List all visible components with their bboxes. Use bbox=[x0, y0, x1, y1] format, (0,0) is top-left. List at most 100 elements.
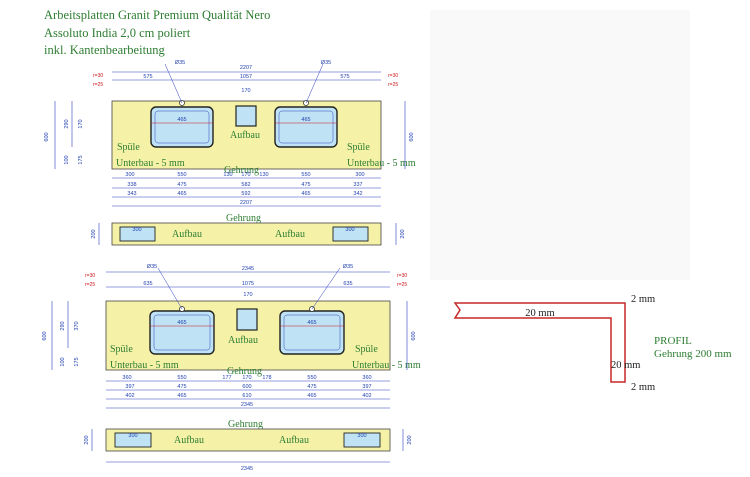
label-gehrung: Gehrung bbox=[224, 165, 259, 176]
row2-b-1: 475 bbox=[177, 384, 186, 390]
dim-r25-left-b: r=25 bbox=[85, 282, 95, 288]
row1-b-2: 177 bbox=[222, 375, 231, 381]
dim-v-370-b: 370 bbox=[74, 321, 80, 330]
header-line-1: Arbeitsplatten Granit Premium Qualität N… bbox=[44, 8, 271, 22]
row1-a-1: 550 bbox=[177, 172, 186, 178]
dim-v-175: 175 bbox=[78, 155, 84, 164]
strip-b-aufbau-left: Aufbau bbox=[174, 435, 204, 446]
total-b: 2345 bbox=[241, 402, 253, 408]
label-spuele-left: Spüle bbox=[117, 142, 140, 153]
dim-sink-right-b: 465 bbox=[307, 320, 316, 326]
strip-a-side-left: 200 bbox=[91, 229, 97, 238]
row2-a-2: 582 bbox=[241, 182, 250, 188]
label-spuele-left-b: Spüle bbox=[110, 344, 133, 355]
total-a: 2207 bbox=[240, 200, 252, 206]
strip-b-cutout-right-dim: 300 bbox=[357, 433, 366, 439]
countertop-b: 2345 Ø35 Ø35 635 1075 635 r=30 r=25 r=30… bbox=[42, 264, 421, 409]
dim-v-290-b: 290 bbox=[60, 321, 66, 330]
row3-a-2: 592 bbox=[241, 191, 250, 197]
dim-635-left: 635 bbox=[143, 281, 152, 287]
strip-a-gehrung: Gehrung bbox=[226, 213, 261, 224]
row3-a-0: 343 bbox=[127, 191, 136, 197]
strip-a-cutout-right bbox=[332, 226, 369, 242]
profile-shape bbox=[453, 302, 626, 383]
row1-b-3: 170 bbox=[242, 375, 251, 381]
dim-r30-right: r=30 bbox=[388, 73, 398, 79]
dim-575-left: 575 bbox=[143, 74, 152, 80]
strip-a-cutout-right-dim: 300 bbox=[345, 227, 354, 233]
strip-b-side-right: 200 bbox=[407, 435, 413, 444]
row1-b-1: 550 bbox=[177, 375, 186, 381]
row2-a-0: 338 bbox=[127, 182, 136, 188]
dim-170-top: 170 bbox=[241, 88, 250, 94]
dim-r30-right-b: r=30 bbox=[397, 273, 407, 279]
dim-hole-left: Ø35 bbox=[175, 60, 185, 66]
dim-hole-right: Ø35 bbox=[321, 60, 331, 66]
row1-b-4: 178 bbox=[262, 375, 271, 381]
strip-b-gehrung: Gehrung bbox=[228, 419, 263, 430]
bottom-dims-a bbox=[112, 177, 381, 207]
dim-sink-left-b: 465 bbox=[177, 320, 186, 326]
row2-a-1: 475 bbox=[177, 182, 186, 188]
dim-hole-left-b: Ø35 bbox=[147, 264, 157, 270]
dim-r25-left: r=25 bbox=[93, 82, 103, 88]
dim-total-top-b: 2345 bbox=[242, 266, 254, 272]
dim-v-600-left: 600 bbox=[44, 132, 50, 141]
bottom-dims-b bbox=[106, 380, 390, 409]
row2-a-3: 475 bbox=[301, 182, 310, 188]
strip-b-total: 2345 bbox=[241, 466, 253, 472]
center-cutout-b bbox=[236, 308, 258, 331]
row1-b-5: 550 bbox=[307, 375, 316, 381]
dim-v-290: 290 bbox=[64, 119, 70, 128]
sink-right bbox=[274, 106, 338, 148]
row1-a-3: 170 bbox=[241, 172, 250, 178]
row1-a-0: 300 bbox=[125, 172, 134, 178]
row2-a-4: 337 bbox=[353, 182, 362, 188]
row3-b-3: 465 bbox=[307, 393, 316, 399]
row3-b-1: 465 bbox=[177, 393, 186, 399]
label-aufbau-b: Aufbau bbox=[228, 335, 258, 346]
dim-575-right: 575 bbox=[340, 74, 349, 80]
row1-b-0: 360 bbox=[122, 375, 131, 381]
strip-b-slab bbox=[105, 428, 391, 452]
strip-b-side-left: 200 bbox=[84, 435, 90, 444]
row2-b-3: 475 bbox=[307, 384, 316, 390]
strip-b-cutout-left-dim: 300 bbox=[128, 433, 137, 439]
row2-b-2: 600 bbox=[242, 384, 251, 390]
dim-v-600-right: 600 bbox=[409, 132, 415, 141]
dim-1057: 1057 bbox=[240, 74, 252, 80]
dim-r30-left-b: r=30 bbox=[85, 273, 95, 279]
label-gehrung-b: Gehrung bbox=[227, 366, 262, 377]
strip-b-cutout-right bbox=[343, 432, 381, 448]
strip-a-aufbau-right: Aufbau bbox=[275, 229, 305, 240]
row2-b-0: 397 bbox=[125, 384, 134, 390]
strip-a-slab bbox=[111, 222, 382, 246]
strip-a-side-right: 200 bbox=[400, 229, 406, 238]
profile-subtitle: Gehrung 200 mm bbox=[654, 348, 732, 360]
row3-a-1: 465 bbox=[177, 191, 186, 197]
dim-r25-right: r=25 bbox=[388, 82, 398, 88]
strip-a: Gehrung 300 300 Aufbau Aufbau 200 200 bbox=[91, 213, 406, 246]
row3-b-2: 610 bbox=[242, 393, 251, 399]
profile-thick-bottom: 2 mm bbox=[631, 382, 655, 393]
label-unterbau-right: Unterbau - 5 mm bbox=[347, 158, 416, 169]
dim-v-100-b: 100 bbox=[60, 357, 66, 366]
strip-a-cutout-left-dim: 300 bbox=[132, 227, 141, 233]
sink-right-b bbox=[279, 310, 345, 355]
header-line-2: Assoluto India 2,0 cm poliert bbox=[44, 26, 191, 40]
center-cutout-a bbox=[235, 105, 257, 127]
row2-b-4: 397 bbox=[362, 384, 371, 390]
dim-hole-right-b: Ø35 bbox=[343, 264, 353, 270]
strip-a-aufbau-left: Aufbau bbox=[172, 229, 202, 240]
countertop-a: 2207 Ø35 Ø35 575 1057 575 r=30 r=25 r=30… bbox=[44, 60, 416, 207]
row3-b-0: 402 bbox=[125, 393, 134, 399]
dim-170-top-b: 170 bbox=[243, 292, 252, 298]
row3-a-4: 342 bbox=[353, 191, 362, 197]
label-spuele-right-b: Spüle bbox=[355, 344, 378, 355]
row1-b-6: 360 bbox=[362, 375, 371, 381]
row3-b-4: 402 bbox=[362, 393, 371, 399]
strip-b-cutout-left bbox=[114, 432, 152, 448]
dim-v-100: 100 bbox=[64, 155, 70, 164]
label-unterbau-right-b: Unterbau - 5 mm bbox=[352, 360, 421, 371]
